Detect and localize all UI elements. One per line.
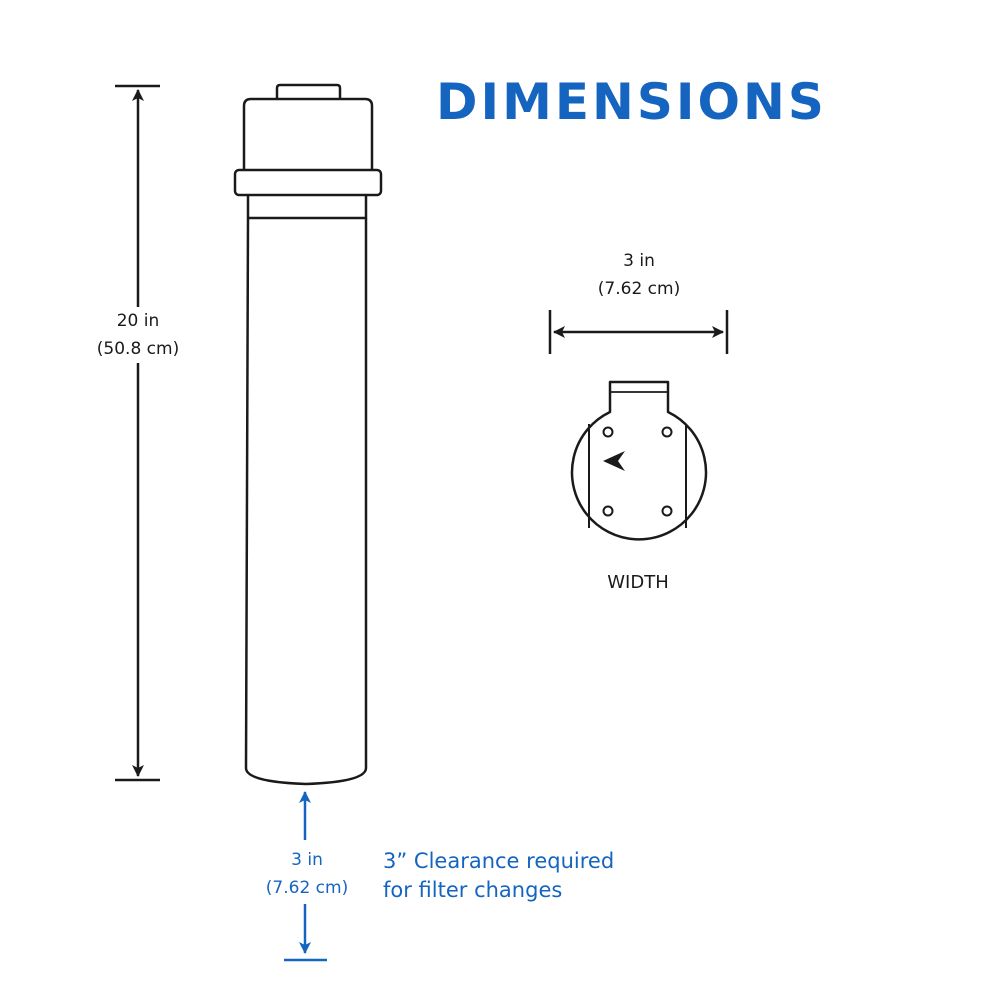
mounting-hole-bottom-left <box>602 505 614 517</box>
flow-direction-arrow-icon <box>603 451 625 471</box>
width-dimension <box>548 310 729 354</box>
cartridge-collar <box>233 168 383 197</box>
height-dimension <box>115 84 160 782</box>
clearance-label: 3 in (7.62 cm) <box>253 846 361 902</box>
height-label: 20 in (50.8 cm) <box>84 307 192 363</box>
height-label-imperial: 20 in <box>116 311 160 331</box>
filter-top-view <box>570 380 708 541</box>
clearance-note-line2: for filter changes <box>383 878 563 902</box>
width-label-metric: (7.62 cm) <box>597 279 681 299</box>
cartridge-body <box>244 217 368 786</box>
cartridge-top-nub <box>275 83 342 99</box>
page-title: DIMENSIONS <box>436 73 827 131</box>
cartridge-cap <box>242 97 374 170</box>
top-view-housing <box>570 380 708 541</box>
clearance-note: 3” Clearance required for filter changes <box>383 847 614 905</box>
cartridge-neck <box>246 195 368 220</box>
height-label-metric: (50.8 cm) <box>96 339 180 359</box>
clearance-note-line1: 3” Clearance required <box>383 849 615 873</box>
mounting-hole-bottom-right <box>661 505 673 517</box>
mounting-hole-top-right <box>661 426 673 438</box>
width-caption: WIDTH <box>607 572 669 593</box>
width-label-imperial: 3 in <box>623 251 655 271</box>
clearance-label-imperial: 3 in <box>291 850 323 870</box>
width-label: 3 in (7.62 cm) <box>583 247 695 303</box>
mounting-hole-top-left <box>602 426 614 438</box>
clearance-dimension <box>284 791 327 962</box>
clearance-label-metric: (7.62 cm) <box>265 878 349 898</box>
filter-cartridge <box>233 83 383 786</box>
